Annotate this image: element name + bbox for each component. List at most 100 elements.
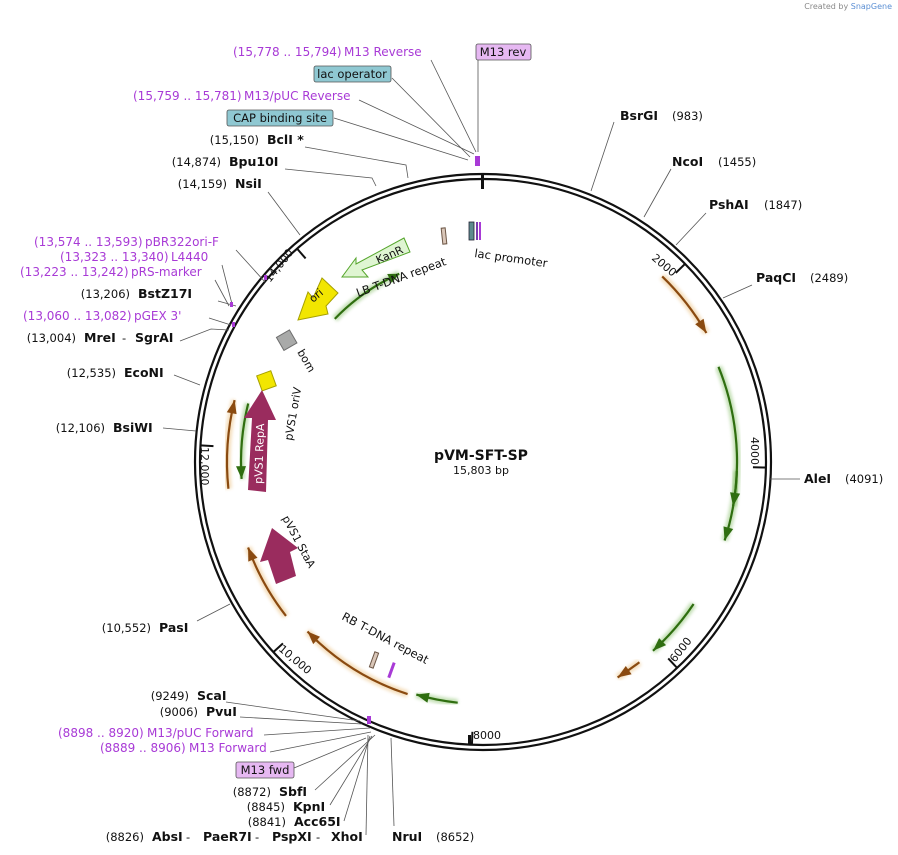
site-name-pspxi: PspXI	[272, 829, 312, 844]
tick-mark	[272, 642, 284, 653]
feature-arrowhead	[617, 666, 632, 678]
site-bstz17i[interactable]: (13,206) BstZ17I	[81, 286, 192, 301]
site-ncoi[interactable]: NcoI (1455)	[672, 154, 756, 169]
site-paqci[interactable]: PaqCI (2489)	[756, 270, 848, 285]
primer-prs-marker[interactable]: (13,223 .. 13,242) pRS-marker	[20, 265, 202, 279]
leader-line	[722, 284, 753, 299]
cap-binding-site-box[interactable]: CAP binding site	[226, 109, 334, 127]
tick-label-14000: 14,000	[262, 247, 296, 285]
leader-line	[365, 734, 369, 836]
leader-line	[196, 603, 231, 622]
site-bcli[interactable]: (15,150) BclI *	[210, 132, 304, 147]
pvs1-oriv-label: pVS1 oriV	[282, 386, 304, 442]
site-name: PaqCI	[756, 270, 796, 285]
site-name-absi: AbsI	[152, 829, 183, 844]
feature-arrowhead	[226, 400, 237, 415]
primer-m13-puc-reverse[interactable]: (15,759 .. 15,781) M13/pUC Reverse	[133, 89, 351, 103]
site-name: EcoNI	[124, 365, 164, 380]
left-primer-marker-1	[230, 302, 233, 307]
feature-arrowhead	[307, 631, 320, 645]
site-pos: (1455)	[718, 155, 756, 169]
cap-binding-site-label: CAP binding site	[233, 111, 327, 125]
credit-brand: SnapGene	[850, 2, 892, 11]
primer-name: M13 Reverse	[344, 45, 422, 59]
primer-l4440[interactable]: (13,323 .. 13,340) L4440	[60, 250, 208, 264]
site-bsiwi[interactable]: (12,106) BsiWI	[56, 420, 153, 435]
tick-label-4000: 4000	[748, 437, 761, 465]
site-kpni[interactable]: (8845) KpnI	[247, 799, 325, 814]
site-name: BsiWI	[113, 420, 153, 435]
primer-range: (15,759 .. 15,781)	[133, 89, 242, 103]
site-pos: (8872)	[233, 785, 271, 799]
leader-line	[225, 701, 361, 722]
site-bpu10i[interactable]: (14,874) Bpu10I	[172, 154, 279, 169]
tick-mark	[470, 731, 474, 745]
primer-range: (8889 .. 8906)	[100, 741, 186, 755]
site-pos: (14,874)	[172, 155, 221, 169]
pvs1-staa-feature[interactable]: pVS1 StaA	[260, 513, 318, 584]
m13-rev-box[interactable]: M13 rev	[475, 43, 532, 61]
top-primer-marker	[475, 156, 480, 166]
site-bottom-cluster[interactable]: (8826) AbsI - PaeR7I - PspXI - XhoI NruI…	[106, 829, 475, 844]
site-nsii[interactable]: (14,159) NsiI	[178, 176, 262, 191]
site-mrei-sgrai[interactable]: (13,004) MreI - SgrAI	[27, 330, 174, 345]
leader-line	[329, 735, 373, 806]
site-sbfi[interactable]: (8872) SbfI	[233, 784, 307, 799]
feature-arrowhead	[695, 318, 707, 333]
site-pasi[interactable]: (10,552) PasI	[102, 620, 189, 635]
leader-line	[162, 427, 197, 432]
lac-operator-box[interactable]: lac operator	[313, 65, 392, 83]
pvs1-repa-label: pVS1 RepA	[252, 423, 267, 484]
site-pos: (13,004)	[27, 331, 76, 345]
site-pshai[interactable]: PshAI (1847)	[709, 197, 802, 212]
plasmid-name: pVM-SFT-SP	[434, 448, 528, 464]
leader-line	[343, 735, 371, 822]
site-econi[interactable]: (12,535) EcoNI	[67, 365, 164, 380]
snapgene-credit: Created by SnapGene	[804, 2, 892, 11]
site-name: SbfI	[279, 784, 307, 799]
site-bsrgi[interactable]: BsrGI (983)	[620, 108, 703, 123]
primer-range: (15,778 .. 15,794)	[233, 45, 342, 59]
primer-range: (13,323 .. 13,340)	[60, 250, 169, 264]
site-pvui[interactable]: (9006) PvuI	[160, 704, 237, 719]
ori-feature[interactable]: ori	[297, 277, 339, 321]
leader-line	[179, 328, 230, 342]
leader-line	[304, 146, 409, 179]
site-alei[interactable]: AleI (4091)	[804, 471, 883, 486]
primer-pbr322ori-f[interactable]: (13,574 .. 13,593) pBR322ori-F	[34, 235, 219, 249]
site-pos: (4091)	[845, 472, 883, 486]
tick-mark	[667, 657, 678, 669]
site-name-2: SgrAI	[135, 330, 173, 345]
bom-feature[interactable]: bom	[275, 329, 318, 375]
site-scai[interactable]: (9249) ScaI	[151, 688, 227, 703]
bom-label: bom	[294, 347, 317, 375]
primer-m13-forward[interactable]: (8889 .. 8906) M13 Forward	[100, 741, 267, 755]
leader-line	[235, 249, 266, 283]
site-pos: (2489)	[810, 271, 848, 285]
primer-m13-reverse[interactable]: (15,778 .. 15,794) M13 Reverse	[233, 45, 422, 59]
primer-pgex-3[interactable]: (13,060 .. 13,082) pGEX 3'	[23, 309, 181, 323]
primer-m13-puc-forward[interactable]: (8898 .. 8920) M13/pUC Forward	[58, 726, 254, 740]
feature-arrowhead	[416, 692, 430, 703]
leader-line	[358, 99, 475, 155]
m13-fwd-box[interactable]: M13 fwd	[235, 761, 295, 779]
tick-label-8000: 8000	[473, 729, 501, 742]
leader-line	[239, 716, 363, 725]
m13-fwd-label: M13 fwd	[241, 763, 290, 777]
pvs1-repa-feature[interactable]: pVS1 RepA	[244, 390, 276, 492]
site-pos: (9006)	[160, 705, 198, 719]
site-pos: (983)	[672, 109, 703, 123]
lac-promoter-feature[interactable]: lac promoter	[468, 221, 549, 270]
leader-line	[284, 168, 377, 187]
tick-marks	[200, 247, 766, 745]
feature-arrowhead	[730, 492, 741, 507]
leader-line	[269, 731, 372, 753]
left-primer-marker-3	[264, 275, 267, 280]
feature-arrowhead	[653, 638, 667, 651]
feature-arc	[717, 366, 739, 541]
site-name: PshAI	[709, 197, 749, 212]
primer-name: pRS-marker	[131, 265, 202, 279]
site-sep: -	[255, 830, 259, 844]
site-acc65i[interactable]: (8841) Acc65I	[248, 814, 341, 829]
